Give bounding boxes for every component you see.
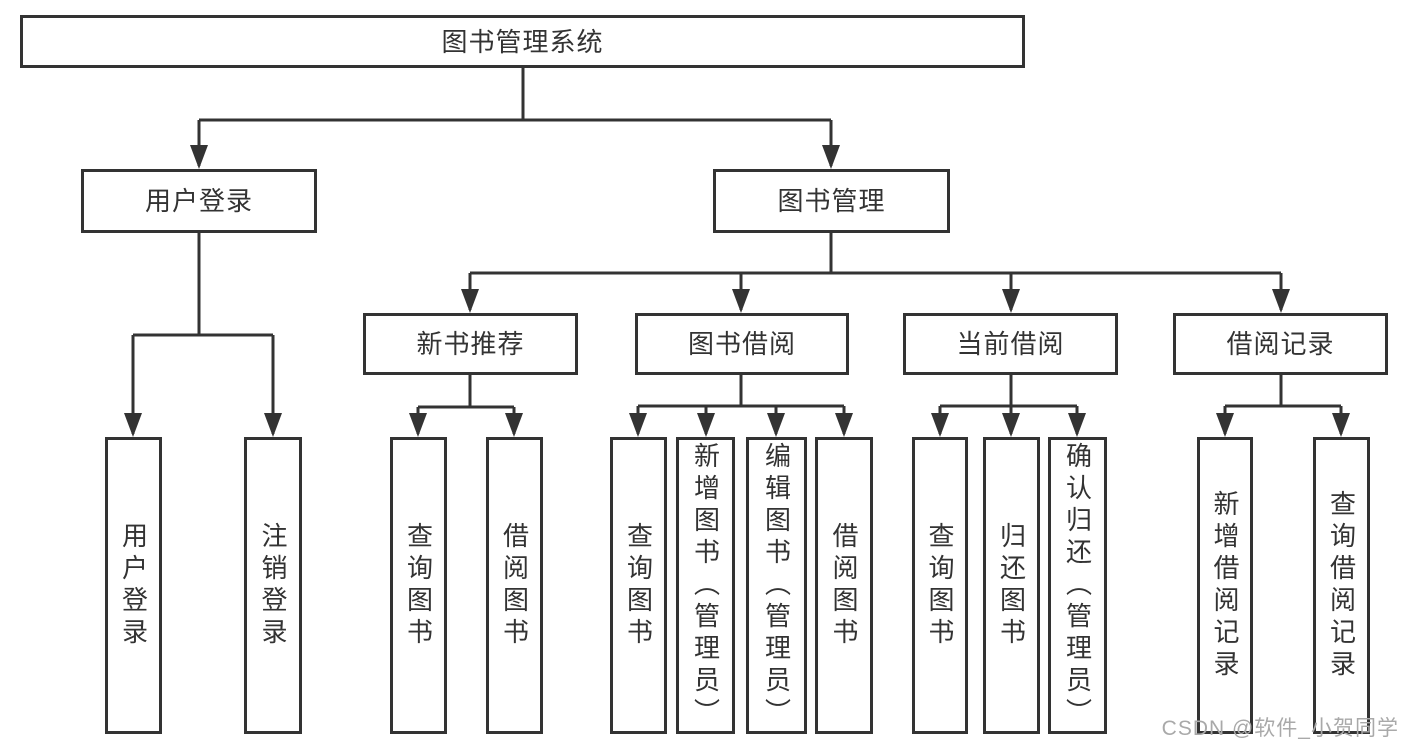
leaf-user-login: 用户登录 <box>105 437 162 734</box>
node-user-login: 用户登录 <box>81 169 317 233</box>
leaf-label: 借阅图书 <box>829 521 859 650</box>
leaf-logout-label: 注销登录 <box>258 521 288 650</box>
node-new-book-recommend: 新书推荐 <box>363 313 578 375</box>
node-book-borrow: 图书借阅 <box>635 313 849 375</box>
leaf-label: 归还图书 <box>996 521 1027 650</box>
node-book-management: 图书管理 <box>713 169 950 233</box>
leaf-add-borrow-record: 新增借阅记录 <box>1197 437 1253 734</box>
leaf-label: 新增借阅记录 <box>1210 489 1240 682</box>
leaf-query-books-current: 查询图书 <box>912 437 968 734</box>
csdn-watermark: CSDN @软件_小贺同学 <box>1161 717 1399 740</box>
node-library-system-label: 图书管理系统 <box>441 26 604 57</box>
leaf-label: 新增图书（管理员） <box>690 441 721 730</box>
leaf-logout: 注销登录 <box>244 437 302 734</box>
leaf-label: 查询图书 <box>925 521 955 650</box>
leaf-add-books-admin: 新增图书（管理员） <box>676 437 735 734</box>
leaf-return-books: 归还图书 <box>983 437 1040 734</box>
node-borrow-records: 借阅记录 <box>1173 313 1388 375</box>
leaf-borrow-books: 借阅图书 <box>815 437 873 734</box>
leaf-query-books-borrow: 查询图书 <box>610 437 667 734</box>
leaf-label: 查询借阅记录 <box>1326 489 1357 682</box>
leaf-label: 查询图书 <box>403 521 434 650</box>
leaf-label: 确认归还（管理员） <box>1062 441 1093 730</box>
node-current-borrow: 当前借阅 <box>903 313 1118 375</box>
leaf-borrow-books-recommend: 借阅图书 <box>486 437 543 734</box>
node-new-book-recommend-label: 新书推荐 <box>416 329 525 359</box>
node-user-login-label: 用户登录 <box>144 186 253 216</box>
leaf-confirm-return-admin: 确认归还（管理员） <box>1048 437 1107 734</box>
node-current-borrow-label: 当前借阅 <box>956 329 1065 359</box>
leaf-label: 编辑图书（管理员） <box>761 441 792 730</box>
node-book-borrow-label: 图书借阅 <box>687 329 796 359</box>
arrowheads <box>124 145 1350 437</box>
leaf-query-books-recommend: 查询图书 <box>390 437 447 734</box>
leaf-user-login-label: 用户登录 <box>118 521 149 650</box>
node-book-management-label: 图书管理 <box>777 186 886 216</box>
node-library-system: 图书管理系统 <box>20 15 1025 68</box>
leaf-label: 借阅图书 <box>499 521 530 650</box>
leaf-query-borrow-record: 查询借阅记录 <box>1313 437 1370 734</box>
leaf-edit-books-admin: 编辑图书（管理员） <box>746 437 807 734</box>
leaf-label: 查询图书 <box>623 521 654 650</box>
node-borrow-records-label: 借阅记录 <box>1226 329 1335 359</box>
